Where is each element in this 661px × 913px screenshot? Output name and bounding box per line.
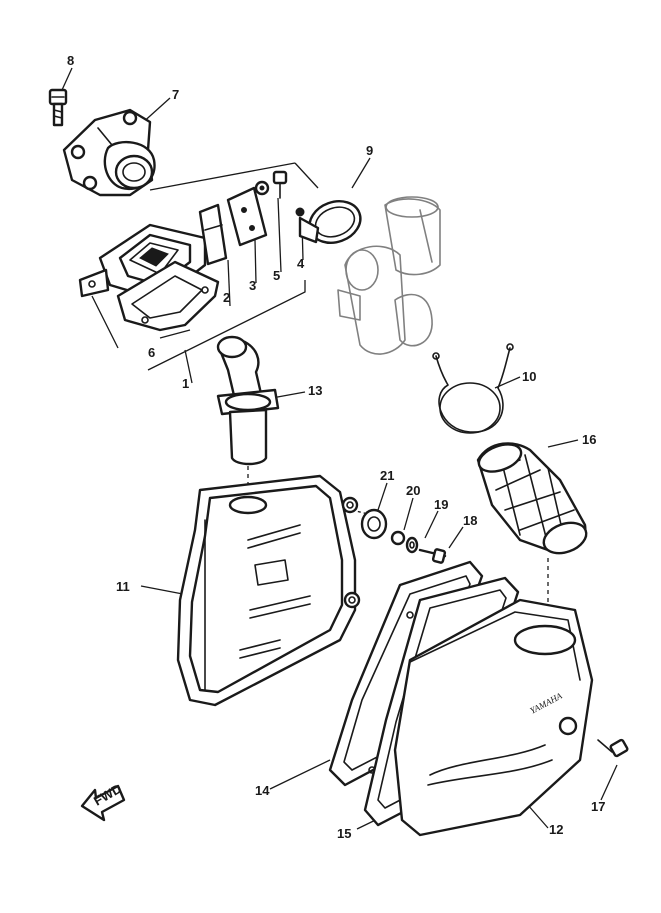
callout-12: 12	[549, 822, 563, 837]
front-arrow-icon: FWD	[80, 781, 126, 822]
callout-21: 21	[380, 468, 394, 483]
callout-10: 10	[522, 369, 536, 384]
intake-manifold-7	[62, 108, 156, 197]
callout-6: 6	[148, 345, 155, 360]
callout-20: 20	[406, 483, 420, 498]
bolt-8	[48, 88, 68, 127]
gasket-6	[78, 260, 220, 332]
callout-19: 19	[434, 497, 448, 512]
callout-17: 17	[591, 799, 605, 814]
callout-8: 8	[67, 53, 74, 68]
callout-3: 3	[249, 278, 256, 293]
filter-cover-12: YAMAHA	[393, 598, 594, 837]
filter-case-11	[176, 474, 361, 707]
callout-4: 4	[297, 256, 305, 271]
intake-pipe-13	[216, 335, 280, 466]
callout-13: 13	[308, 383, 322, 398]
callout-14: 14	[255, 783, 270, 798]
intake-duct-16	[476, 442, 588, 555]
callout-2: 2	[223, 290, 230, 305]
leader-lines	[61, 67, 618, 830]
callout-9: 9	[366, 143, 373, 158]
fasteners-18-21	[360, 508, 447, 564]
carburetor	[337, 196, 441, 355]
screw-4-washer-5	[254, 170, 288, 199]
screw-17	[597, 738, 629, 758]
callout-1: 1	[182, 376, 189, 391]
callout-18: 18	[463, 513, 477, 528]
callout-15: 15	[337, 826, 351, 841]
callout-16: 16	[582, 432, 596, 447]
hose-clamp-9	[295, 200, 362, 244]
stopper-plate-3	[226, 186, 268, 247]
wire-clip-10	[432, 343, 514, 434]
callout-11: 11	[116, 579, 130, 594]
callout-labels: 1 2 3 4 5 6 7 8 9 10 11 12 13 14 15 16 1…	[67, 53, 605, 841]
callout-5: 5	[273, 268, 280, 283]
reed-plate-2	[198, 203, 228, 266]
callout-7: 7	[172, 87, 179, 102]
